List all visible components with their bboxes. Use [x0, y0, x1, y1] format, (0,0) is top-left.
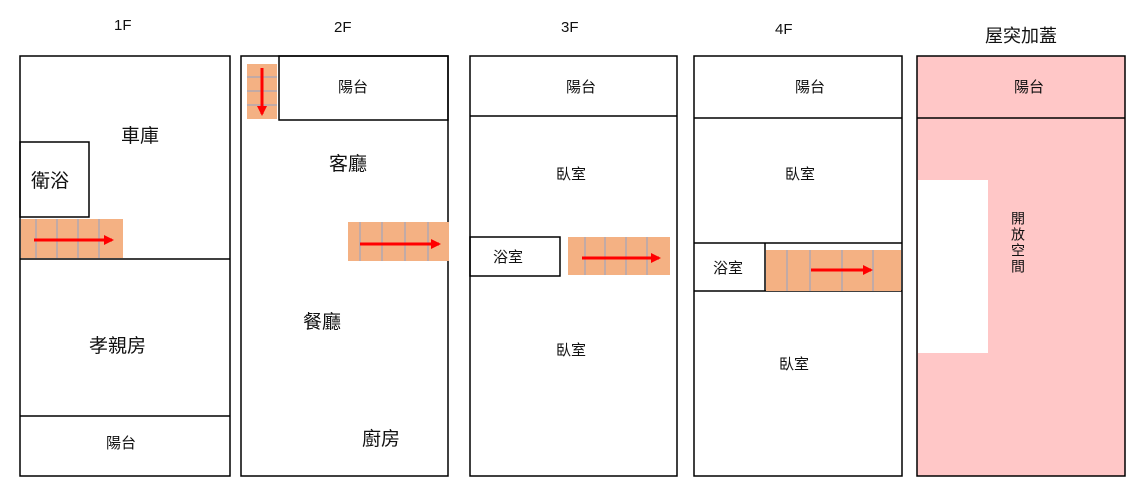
- floor-2f-plan: [240, 55, 449, 477]
- floor-roof-cutout: [918, 180, 988, 353]
- room-label-bathroom: 浴室: [713, 259, 744, 277]
- room-label-elder-room: 孝親房: [89, 335, 147, 357]
- room-label-bedroom: 臥室: [556, 165, 587, 183]
- staircase: [21, 219, 123, 258]
- floor-title-roof: 屋突加蓋: [985, 26, 1057, 47]
- room-label-balcony: 陽台: [106, 434, 137, 452]
- room-label-bedroom: 臥室: [779, 355, 810, 373]
- floor-1f-outline: [19, 55, 231, 477]
- room-label-bedroom: 臥室: [785, 165, 816, 183]
- floor-title-2f: 2F: [334, 19, 352, 36]
- floor-roof-plan: [916, 55, 1126, 477]
- room-label-balcony: 陽台: [338, 78, 369, 96]
- staircase: [348, 222, 449, 261]
- floor-title-3f: 3F: [561, 19, 579, 36]
- floor-3f-bathroom-wall: [469, 236, 561, 277]
- room-label-bathroom: 浴室: [493, 248, 524, 266]
- floor-3f-plan: [469, 55, 678, 477]
- floor-title-1f: 1F: [114, 17, 132, 34]
- staircase: [766, 250, 901, 291]
- floor-4f-outline: [693, 55, 903, 477]
- floor-2f-balcony-wall: [278, 55, 449, 121]
- room-label-garage: 車庫: [121, 125, 160, 147]
- staircase: [247, 64, 277, 119]
- room-label-living-room: 客廳: [329, 153, 368, 175]
- room-label-dining-room: 餐廳: [303, 311, 342, 333]
- floor-title-4f: 4F: [775, 21, 793, 38]
- floor-1f-plan: [19, 55, 231, 477]
- room-label-balcony: 陽台: [1014, 78, 1045, 96]
- room-label-bedroom: 臥室: [556, 341, 587, 359]
- room-label-balcony: 陽台: [566, 78, 597, 96]
- room-label-kitchen: 廚房: [362, 428, 401, 450]
- room-label-balcony: 陽台: [795, 78, 826, 96]
- floor-1f-bathroom-wall: [19, 141, 90, 218]
- room-label-bathroom: 衛浴: [31, 170, 70, 192]
- staircase: [568, 237, 670, 275]
- room-label-open-space: 開放空間: [1009, 211, 1025, 275]
